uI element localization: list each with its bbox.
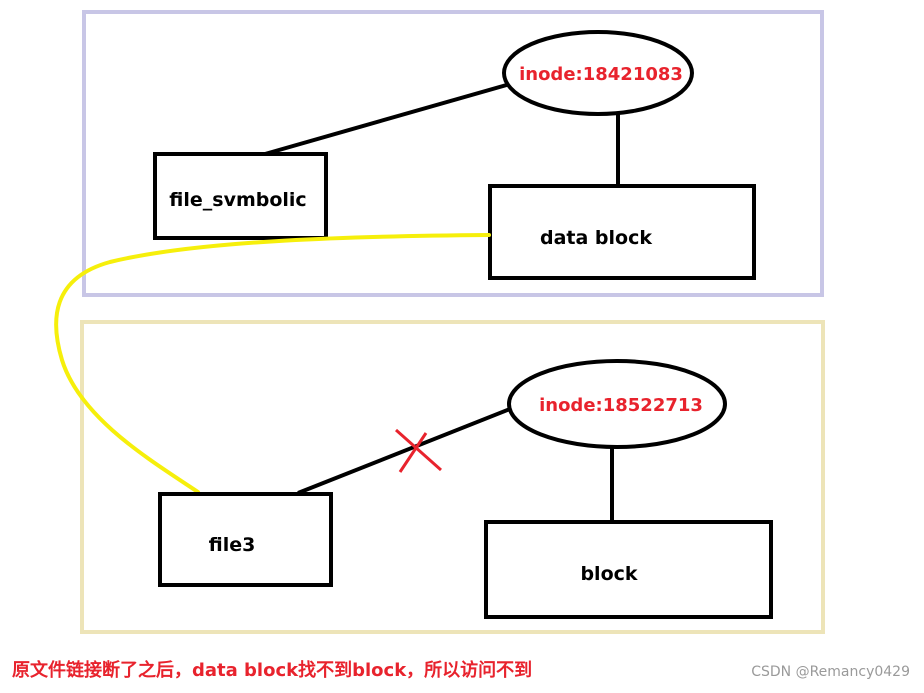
bottom-inode-node [507, 359, 727, 449]
top-file-label: file_svmbolic [169, 189, 306, 211]
file3-label: file3 [209, 534, 256, 556]
diagram-caption: 原文件链接断了之后，data block找不到block，所以访问不到 [12, 660, 533, 681]
top-inode-node [502, 30, 694, 116]
file3-to-inode-connector [297, 407, 511, 495]
block-label: block [580, 563, 637, 585]
symlink-pointer-curve [54, 233, 491, 494]
top-file-to-inode-connector [264, 82, 511, 156]
file3-node [158, 492, 333, 587]
bottom-group-frame [80, 320, 825, 634]
top-file-node [153, 152, 328, 240]
data-block-node [488, 184, 756, 280]
broken-link-x-icon [395, 428, 442, 473]
top-group-frame [82, 10, 824, 297]
data-block-label: data block [540, 227, 652, 249]
block-node [484, 520, 773, 619]
watermark: CSDN @Remancy0429 [751, 664, 910, 680]
bottom-inode-label: inode:18522713 [539, 395, 703, 416]
top-inode-label: inode:18421083 [519, 64, 683, 85]
